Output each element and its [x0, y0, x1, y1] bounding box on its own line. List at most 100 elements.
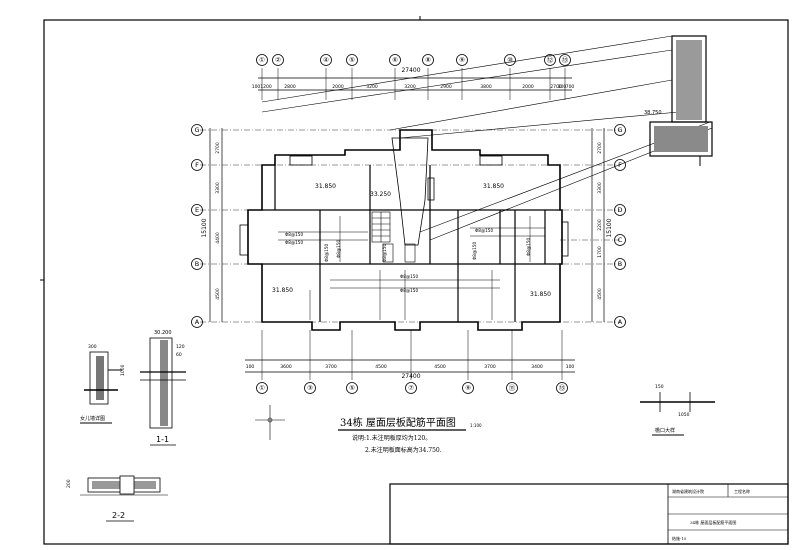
bottom-seg-4: 4500 — [434, 364, 446, 370]
right-axis-5: A — [618, 318, 623, 326]
rebar-label-5: Φ8@150 — [324, 244, 329, 262]
top-axis-9: ⑬ — [562, 56, 569, 64]
tb-company: 湖南省建筑设计院 — [672, 488, 704, 494]
right-seg-4: 4500 — [597, 288, 603, 300]
elev-room-f2: 31.850 — [483, 183, 504, 190]
elev-room-a2: 31.850 — [530, 291, 551, 298]
origin-crosshair — [255, 405, 285, 440]
bottom-axis-4-circle — [462, 382, 474, 394]
top-axis-8-circle — [544, 54, 556, 66]
outer-wall — [247, 129, 563, 331]
top-axis-1: ② — [275, 56, 281, 64]
bottom-total-dim: 27400 — [401, 373, 420, 380]
parapet-detail: 300 1000 女儿墙详图 — [80, 344, 126, 424]
bottom-axis-0-circle — [256, 382, 268, 394]
top-seg-9: 2700 — [550, 84, 562, 90]
top-axis-3: ⑤ — [349, 56, 355, 64]
eave-detail: 150 1050 檐口大样 — [640, 384, 715, 436]
right-seg-2: 2200 — [597, 219, 603, 231]
title-block: 湖南省建筑设计院 工程名称 34栋 屋面层板配筋平面图 结施-15 — [389, 483, 789, 545]
dim-60: 60 — [176, 352, 182, 358]
top-axis-3-circle — [346, 54, 358, 66]
top-axis-9-circle — [559, 54, 571, 66]
top-seg-10: 300 — [558, 84, 567, 90]
section-1-1-detail: 30.200 120 60 1-1 — [140, 330, 186, 446]
bottom-axis-6-circle — [556, 382, 568, 394]
top-seg-11: 700 — [566, 84, 575, 90]
drawing-note-2: 2.未注明板面标高为34.750. — [365, 446, 442, 454]
right-seg-0: 2700 — [597, 142, 603, 154]
left-axis-1: F — [195, 161, 199, 169]
top-axis-4-circle — [389, 54, 401, 66]
drawing-title: 34栋 屋面层板配筋平面图 — [340, 416, 456, 429]
bottom-axis-3: ⑦ — [408, 384, 414, 392]
top-axis-8: ⑫ — [547, 56, 554, 64]
bottom-axis-4: ⑨ — [465, 384, 471, 392]
right-total-dim: 15100 — [606, 218, 613, 237]
left-axis-2: E — [195, 206, 199, 214]
bottom-seg-3: 4500 — [375, 364, 387, 370]
elev-room-f1: 31.850 — [315, 183, 336, 190]
top-seg-0: 100 — [252, 84, 261, 90]
top-seg-1: 1200 — [260, 84, 272, 90]
top-seg-5: 3200 — [404, 84, 416, 90]
elev-stair: 33.250 — [370, 191, 391, 198]
right-axis-3: C — [618, 236, 623, 244]
top-axis-4: ⑥ — [392, 56, 398, 64]
rebar-label-4: Φ8@150 — [475, 228, 493, 233]
left-seg-0: 2700 — [215, 142, 221, 154]
rebar-label-8: Φ8@150 — [336, 240, 341, 258]
dim-1000: 1000 — [120, 364, 126, 376]
concrete-hatch — [676, 40, 702, 120]
drawing-note-1: 说明:1.未注明板厚均为120。 — [352, 434, 431, 442]
top-axis-0: ① — [259, 56, 265, 64]
top-seg-6: 2900 — [440, 84, 452, 90]
bottom-dimension-line: 27400 — [245, 359, 575, 380]
top-seg-4: 3200 — [366, 84, 378, 90]
top-axis-5-circle — [422, 54, 434, 66]
left-seg-1: 3300 — [215, 182, 221, 194]
elevation-labels: 31.850 31.850 33.250 31.850 31.850 — [272, 183, 551, 298]
section-1-1-label: 1-1 — [156, 435, 169, 444]
bottom-seg-7: 100 — [566, 364, 575, 370]
left-total-dim: 15100 — [201, 218, 208, 237]
section-2-2-label: 2-2 — [112, 511, 125, 520]
right-axis-4: B — [618, 260, 622, 268]
dim-300: 300 — [88, 344, 97, 350]
top-axis-0-circle — [256, 54, 268, 66]
right-seg-1: 3300 — [597, 182, 603, 194]
top-seg-3: 2000 — [332, 84, 344, 90]
drawing-scale: 1:100 — [470, 423, 482, 428]
rebar-label-0: Φ8@150 — [285, 232, 303, 237]
left-axis-4: A — [195, 318, 200, 326]
right-axis-1: F — [618, 161, 622, 169]
slab-reinforcement-lines — [278, 216, 545, 320]
left-seg-3: 4500 — [215, 288, 221, 300]
bottom-axis-1-circle — [304, 382, 316, 394]
top-axis-1-circle — [272, 54, 284, 66]
upper-right-detail: 38.750 — [644, 35, 713, 166]
eave-dim-2: 1050 — [678, 412, 690, 418]
top-seg-2: 2800 — [284, 84, 296, 90]
dim-120: 120 — [176, 344, 185, 350]
dim-small-1: 200 — [66, 479, 72, 488]
tb-drawing-name: 34栋 屋面层板配筋平面图 — [690, 519, 736, 525]
top-seg-8: 2000 — [522, 84, 534, 90]
top-axis-5: ⑧ — [425, 56, 431, 64]
left-axis-0: G — [194, 126, 199, 134]
detail-elev: 30.200 — [154, 330, 172, 336]
bottom-axis-1: ③ — [307, 384, 313, 392]
top-dimension-line: 27400 — [258, 67, 572, 91]
rebar-label-3: Φ8@150 — [400, 288, 418, 293]
parapet-title: 女儿墙详图 — [80, 415, 105, 422]
concrete-hatch-lower — [654, 126, 708, 152]
top-axis-7: ⑩ — [507, 56, 513, 64]
top-total-dim: 27400 — [401, 67, 420, 74]
bottom-seg-2: 3700 — [325, 364, 337, 370]
